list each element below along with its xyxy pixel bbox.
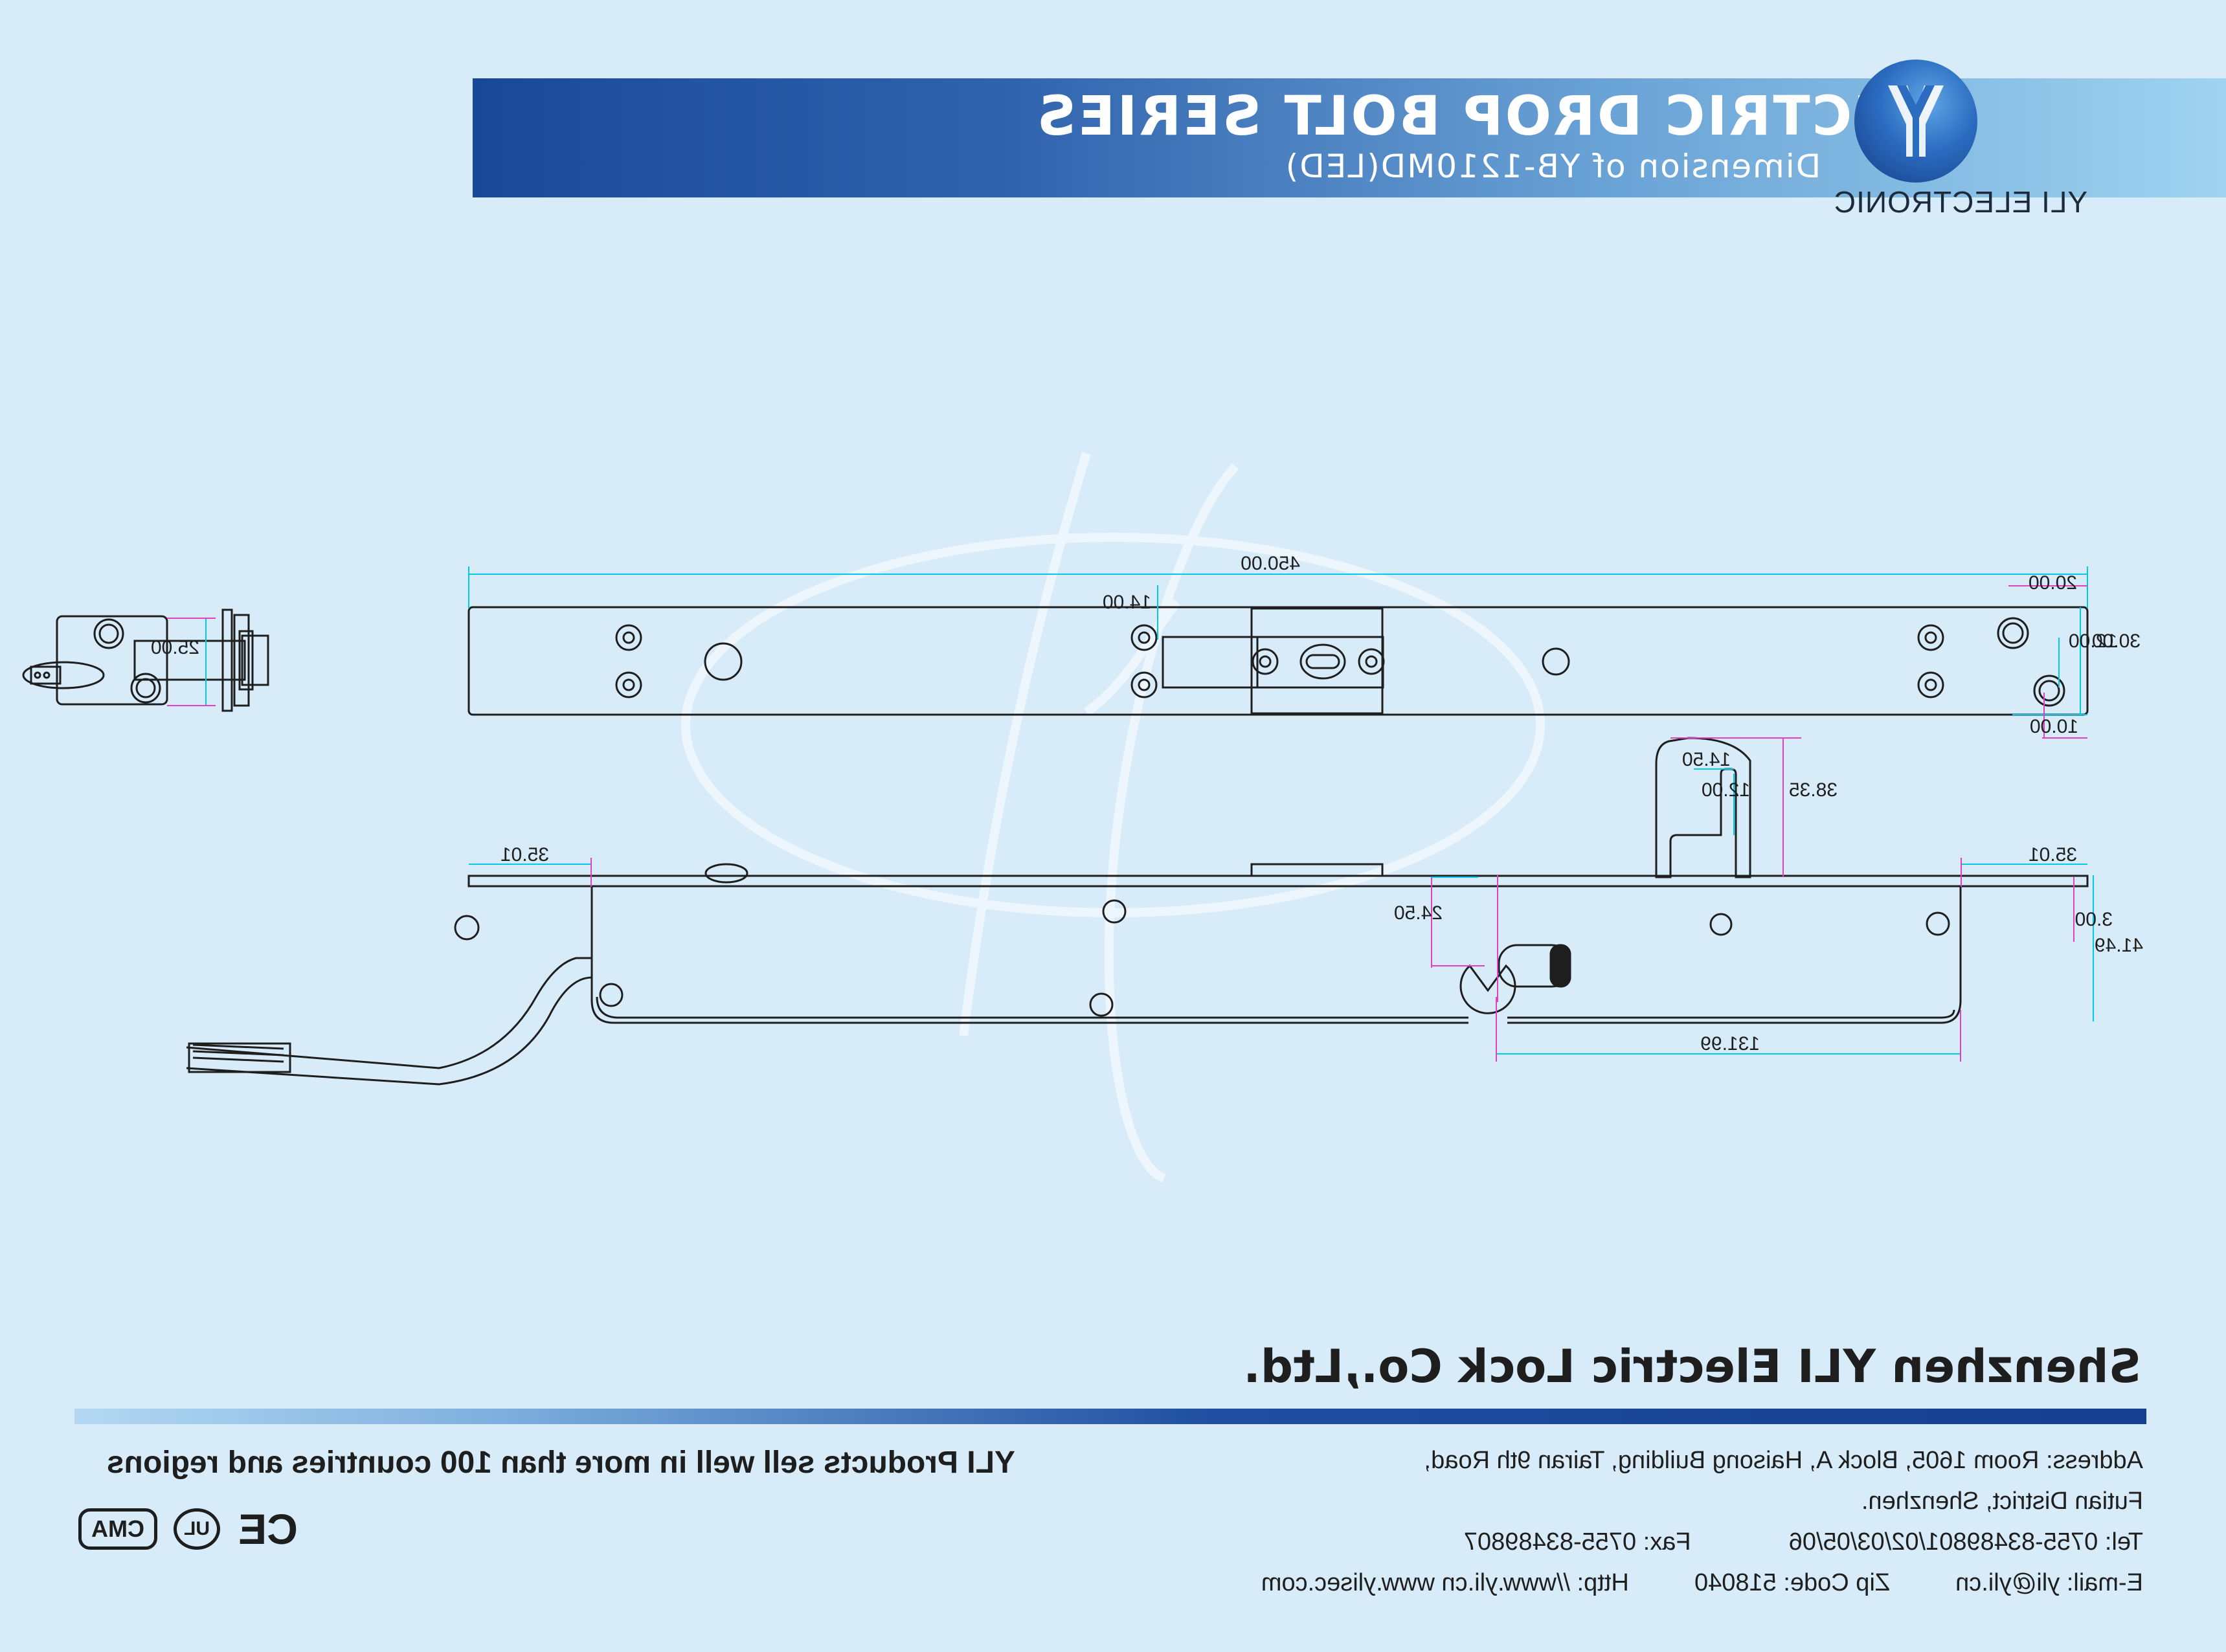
yli-logo-icon	[1854, 60, 1977, 183]
dim-strike-inner: 12.00	[1702, 779, 1750, 801]
center-strike-pocket	[1250, 607, 1384, 715]
dim-hole-pitch: 12.00	[2069, 631, 2117, 652]
dim-strike-width: 14.50	[1682, 749, 1731, 770]
dim-slot-height: 14.00	[1103, 592, 1151, 613]
phone-row: Tel: 0755-83489801/02/03/05/06 Fax: 0755…	[1261, 1522, 2143, 1563]
dim-body-depth: 41.49	[2095, 935, 2143, 956]
cylinder-cutout-icon	[1459, 964, 1516, 1014]
web-row: E-mail: yli@yli.cn Zip Code: 518040 Http…	[1261, 1563, 2143, 1603]
contact-block: Address: Room 1605, Block A, Haisong Bui…	[1261, 1440, 2143, 1603]
ul-mark-icon: UL	[174, 1508, 220, 1550]
side-view	[22, 608, 269, 712]
dim-strike-height: 38.35	[1789, 779, 1838, 801]
faceplate-top-view	[467, 606, 2089, 716]
ce-mark-icon: CE	[238, 1505, 298, 1553]
dim-cylinder-offset: 24.50	[1394, 902, 1443, 924]
email: E-mail: yli@yli.cn	[1955, 1569, 2143, 1596]
lock-body	[590, 887, 1962, 1024]
bolt-window	[1162, 636, 1384, 689]
zip: Zip Code: 518040	[1694, 1569, 1891, 1596]
fax: Fax: 0755-83489807	[1463, 1528, 1691, 1556]
dim-cylinder-distance: 131.99	[1700, 1033, 1760, 1055]
dim-left-overhang: 35.01	[2029, 844, 2077, 865]
cable	[186, 957, 592, 1086]
website-link[interactable]: Http: //www.yli.cn www.ylisec.com	[1261, 1569, 1629, 1596]
cma-mark-icon: CMA	[78, 1508, 157, 1550]
dim-side-width: 25.00	[151, 637, 199, 658]
dim-overall-length: 450.00	[1241, 553, 1300, 574]
dim-top-right-offset: 20.00	[2029, 572, 2077, 594]
screw-hole-icon	[93, 618, 124, 649]
dim-hole-edge-offset: 10.00	[2030, 716, 2078, 737]
address-line-1: Address: Room 1605, Block A, Haisong Bui…	[1424, 1447, 2143, 1474]
company-name: Shenzhen YLI Electric Lock Co.,Ltd.	[1243, 1340, 2141, 1393]
dimension-labels: 450.00 20.00 14.00 12.00 30.00 10.00 25.…	[151, 553, 2143, 1055]
dim-right-overhang: 35.01	[500, 844, 549, 865]
tel: Tel: 0755-83489801/02/03/05/06	[1788, 1528, 2143, 1556]
footer-rule	[74, 1409, 2146, 1424]
address-line-2: Futian District, Shenzhen.	[1861, 1488, 2143, 1515]
faceplate-front-view	[467, 875, 2089, 887]
dim-plate-width: 30.00	[2092, 631, 2141, 652]
slogan: YLI Products sell well in more than 100 …	[106, 1446, 1015, 1480]
watermark-logo	[681, 451, 1545, 1183]
dim-faceplate-thickness: 3.00	[2075, 909, 2113, 930]
